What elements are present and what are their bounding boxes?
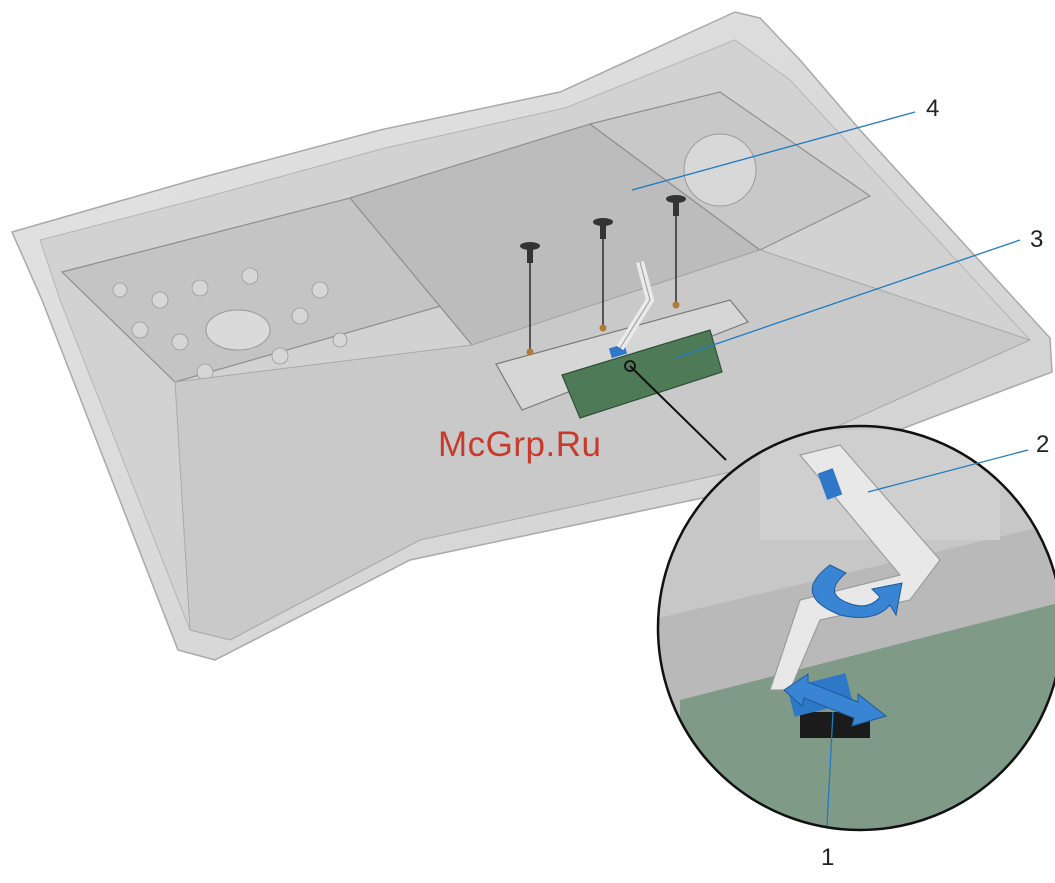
callout-4: 4 <box>926 97 939 121</box>
callout-3: 3 <box>1030 228 1043 252</box>
callout-2: 2 <box>1036 433 1049 457</box>
callout-1: 1 <box>821 846 834 870</box>
right-plate-hole <box>684 134 756 206</box>
keyboard-plate-hole <box>206 310 270 350</box>
watermark: McGrp.Ru <box>438 425 601 465</box>
